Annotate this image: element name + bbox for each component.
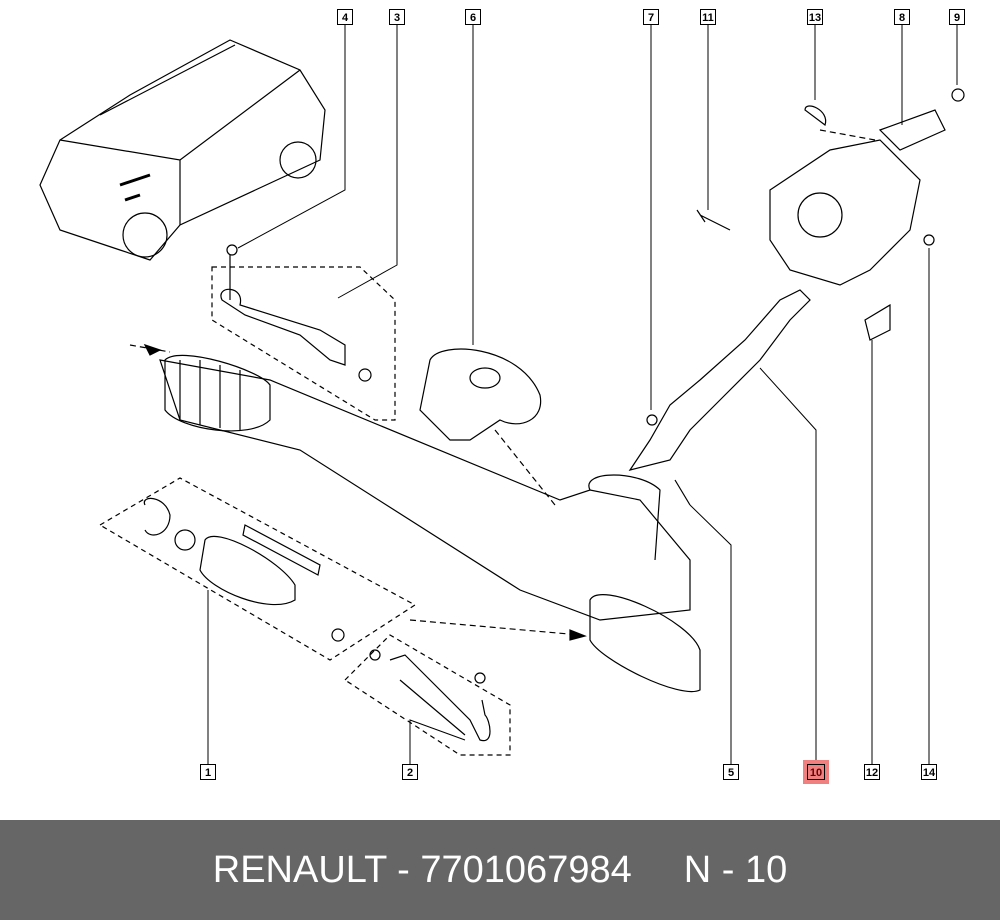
position-label: N - 10 bbox=[683, 848, 788, 891]
callout-12[interactable]: 12 bbox=[864, 764, 880, 780]
callout-7[interactable]: 7 bbox=[643, 9, 659, 25]
steering-parts-diagram bbox=[39, 25, 965, 764]
steering-column bbox=[628, 88, 965, 506]
callout-13[interactable]: 13 bbox=[807, 9, 823, 25]
part-number-footer: RENAULT - 7701067984 N - 10 bbox=[0, 820, 1000, 920]
callout-14[interactable]: 14 bbox=[921, 764, 937, 780]
steering-rack bbox=[129, 343, 701, 693]
callout-3[interactable]: 3 bbox=[389, 9, 405, 25]
callout-9[interactable]: 9 bbox=[949, 9, 965, 25]
tie-rod-end-lower bbox=[344, 619, 587, 756]
part-label: RENAULT - 7701067984 bbox=[212, 848, 632, 891]
leader-lines bbox=[207, 25, 958, 764]
callout-11[interactable]: 11 bbox=[700, 9, 716, 25]
tie-rod-end-upper bbox=[211, 244, 396, 421]
bellows-kit bbox=[98, 477, 417, 661]
callout-1[interactable]: 1 bbox=[200, 764, 216, 780]
callout-6[interactable]: 6 bbox=[465, 9, 481, 25]
callout-10-highlighted[interactable]: 10 bbox=[803, 760, 829, 784]
callout-8[interactable]: 8 bbox=[894, 9, 910, 25]
callout-2[interactable]: 2 bbox=[402, 764, 418, 780]
callout-5[interactable]: 5 bbox=[723, 764, 739, 780]
car-illustration bbox=[39, 39, 326, 261]
callout-4[interactable]: 4 bbox=[337, 9, 353, 25]
motor-cover bbox=[419, 348, 556, 506]
